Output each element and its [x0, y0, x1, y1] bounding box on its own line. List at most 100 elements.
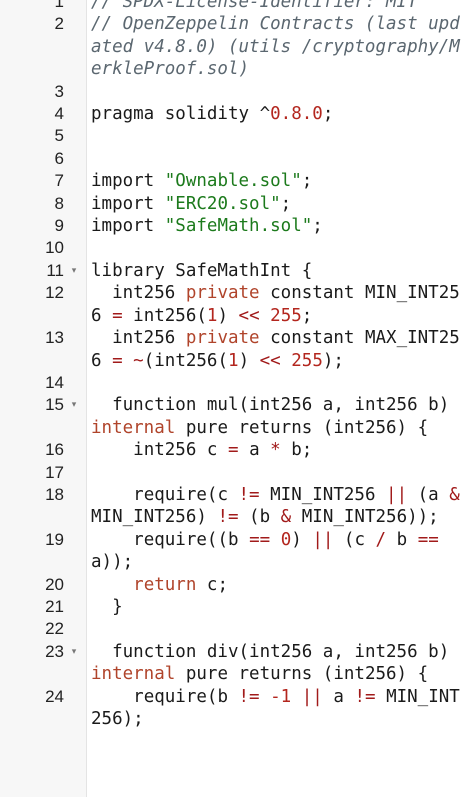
code-line[interactable]: 15▾ function mul(int256 a, int256 b) int… [0, 394, 474, 439]
code-line[interactable]: 24 require(b != -1 || a != MIN_INT256); [0, 686, 474, 731]
code-text[interactable]: } [91, 596, 467, 618]
code-token: } [91, 596, 123, 617]
code-text[interactable]: return c; [91, 574, 467, 596]
code-text[interactable]: import "ERC20.sol"; [91, 193, 467, 215]
code-token: != [238, 484, 260, 505]
fold-toggle-icon[interactable]: ▾ [71, 265, 77, 276]
code-text[interactable]: require(b != -1 || a != MIN_INT256); [91, 686, 467, 731]
code-text[interactable]: ​ [91, 125, 467, 147]
line-number: 6 [54, 148, 64, 168]
code-line[interactable]: 14 ​ [0, 372, 474, 394]
code-token: << [238, 305, 260, 326]
line-number: 11 [46, 260, 64, 280]
fold-toggle-icon[interactable]: ▾ [71, 400, 77, 411]
line-number: 19 [45, 529, 64, 549]
code-text[interactable]: library SafeMathInt { [91, 260, 467, 282]
code-token: c; [196, 574, 228, 595]
code-token: a [238, 440, 271, 461]
code-token: 255 [291, 350, 323, 371]
code-token: MIN_INT256 [259, 484, 387, 505]
code-text[interactable]: int256 private constant MIN_INT256 = int… [91, 282, 467, 327]
code-line[interactable]: 18 require(c != MIN_INT256 || (a & MIN_I… [0, 484, 474, 529]
code-line[interactable]: 12 int256 private constant MIN_INT256 = … [0, 282, 474, 327]
code-line[interactable]: 3​ [0, 81, 474, 103]
code-token: // OpenZeppelin Contracts (last updated … [91, 14, 460, 80]
code-line[interactable]: 13 int256 private constant MAX_INT256 = … [0, 327, 474, 372]
code-token [281, 351, 292, 371]
code-line[interactable]: 11 ▾ library SafeMathInt { [0, 260, 474, 282]
code-text[interactable]: ​ [91, 372, 467, 394]
code-token: || [301, 686, 323, 707]
line-number: 10 [45, 238, 64, 258]
code-token: internal [91, 417, 176, 438]
code-token: pure returns (int256) { [175, 417, 429, 438]
code-token: MIN_INT256) [91, 484, 471, 528]
line-number: 24 [45, 686, 64, 706]
code-line[interactable]: 23▾ function div(int256 a, int256 b) int… [0, 641, 474, 686]
code-line[interactable]: 16 int256 c = a * b; [0, 439, 474, 461]
code-text[interactable]: function div(int256 a, int256 b) interna… [91, 641, 467, 686]
line-number: 13 [45, 328, 64, 348]
code-token: int256( [122, 305, 207, 326]
code-line[interactable]: 20 return c; [0, 574, 474, 596]
code-text[interactable]: import "SafeMath.sol"; [91, 215, 467, 237]
code-token: ; [301, 305, 313, 326]
code-token [270, 530, 281, 550]
code-token: ; [322, 104, 334, 125]
code-token: (int256( [143, 350, 229, 371]
code-token: ) [217, 305, 239, 326]
code-text[interactable]: function mul(int256 a, int256 b) interna… [91, 394, 467, 439]
code-text[interactable]: import "Ownable.sol"; [91, 170, 467, 192]
code-token: b; [280, 440, 313, 461]
code-text[interactable]: ​ [91, 148, 467, 170]
code-line[interactable]: 9 import "SafeMath.sol"; [0, 215, 474, 237]
code-text[interactable]: // OpenZeppelin Contracts (last updated … [91, 13, 467, 80]
code-line[interactable]: 1// SPDX-License-Identifier: MIT [0, 0, 474, 13]
code-text[interactable]: int256 c = a * b; [91, 439, 467, 461]
code-token: (c [333, 529, 376, 550]
code-token: // SPDX-License-Identifier: MIT [91, 0, 418, 12]
code-line[interactable]: 22 ​ [0, 618, 474, 640]
code-text[interactable]: ​ [91, 81, 467, 103]
code-text[interactable]: int256 private constant MAX_INT256 = ~(i… [91, 327, 467, 372]
code-line[interactable]: 2// OpenZeppelin Contracts (last updated… [0, 13, 474, 80]
line-number: 9 [54, 216, 64, 236]
fold-toggle-icon[interactable]: ▾ [71, 646, 77, 657]
code-token: "ERC20.sol" [164, 193, 281, 214]
code-text[interactable]: ​ [91, 237, 467, 259]
code-token [123, 351, 134, 371]
line-number: 22 [45, 619, 64, 639]
line-number: 20 [45, 574, 64, 594]
code-token: return [133, 574, 197, 595]
code-line[interactable]: 21 } [0, 596, 474, 618]
code-text[interactable]: pragma solidity ^0.8.0; [91, 103, 467, 125]
code-text[interactable]: ​ [91, 618, 467, 640]
code-text[interactable]: require(c != MIN_INT256 || (a & MIN_INT2… [91, 484, 467, 529]
code-token: import [91, 171, 165, 192]
line-number: 14 [45, 372, 64, 392]
code-token: 1 [206, 305, 218, 326]
code-line[interactable]: 6​ [0, 148, 474, 170]
code-token: int256 [91, 328, 186, 349]
code-line[interactable]: 17 ​ [0, 462, 474, 484]
code-line[interactable]: 5​ [0, 125, 474, 147]
code-token: require(b [91, 686, 239, 707]
code-text[interactable]: ​ [91, 462, 467, 484]
code-token: ~ [133, 350, 144, 371]
line-number-gutter [0, 0, 87, 797]
code-token: = [112, 305, 123, 326]
code-token: || [312, 529, 334, 550]
code-token: function div(int256 a, int256 b) [91, 641, 460, 662]
code-text[interactable]: // SPDX-License-Identifier: MIT [91, 0, 467, 13]
code-text[interactable]: require((b == 0) || (c / b == a)); [91, 529, 467, 574]
line-number: 17 [45, 462, 64, 482]
code-token: library SafeMathInt { [91, 260, 313, 281]
code-line[interactable]: 19 require((b == 0) || (c / b == a)); [0, 529, 474, 574]
code-token: "Ownable.sol" [164, 171, 302, 192]
code-line[interactable]: 10 ​ [0, 237, 474, 259]
